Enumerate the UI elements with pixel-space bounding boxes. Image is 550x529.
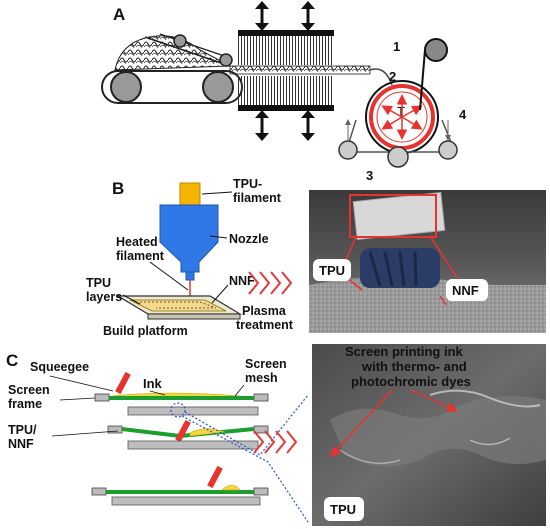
label-4: 4: [459, 107, 467, 122]
needle-board-top: [238, 30, 334, 65]
panel-c: C Squeegee Ink Screen mesh Screen frame …: [6, 344, 546, 526]
label-1: 1: [393, 39, 400, 54]
conveyor-roller-right: [202, 71, 234, 103]
fiber-web: [114, 33, 233, 71]
tpu-layers-label-1: TPU: [86, 276, 111, 290]
needle-motion-arrows: [260, 6, 310, 136]
photo-b-tpu-label: TPU: [319, 263, 345, 278]
heated-filament-label-2: filament: [116, 249, 165, 263]
nonwoven-web: [229, 65, 371, 75]
conveyor-roller-left: [110, 71, 142, 103]
screen-mesh-label-2: mesh: [245, 371, 278, 385]
chevron-arrows-c: [253, 430, 298, 454]
chevron-arrows-b: [248, 271, 293, 295]
tpu-nnf-label-2: NNF: [8, 437, 34, 451]
photo-c-tpu-label: TPU: [330, 502, 356, 517]
panel-b-letter: B: [112, 179, 124, 198]
panel-a: A: [101, 1, 467, 183]
panel-b: B TPU- filament Nozzle Heated filament T…: [86, 177, 546, 338]
tpu-layers-label-2: layers: [86, 290, 122, 304]
nozzle: [159, 204, 219, 273]
nozzle-label: Nozzle: [229, 232, 269, 246]
squeegee: [115, 371, 131, 395]
zoom-circle: [170, 402, 186, 418]
nnf-label: NNF: [229, 274, 255, 288]
ink-label: Ink: [143, 376, 163, 391]
screen-mesh-label-1: Screen: [245, 357, 287, 371]
print-step-2: [51, 419, 269, 450]
tpu-nnf-label-1: TPU/: [8, 423, 37, 437]
heated-filament-label-1: Heated: [116, 235, 158, 249]
tpu-filament-label-1: TPU-: [233, 177, 262, 191]
panel-c-letter: C: [6, 351, 18, 370]
plasma-label-1: Plasma: [242, 304, 287, 318]
temperature-label: T: [397, 104, 405, 119]
calender-unit: T: [338, 38, 458, 168]
highlight-box: [349, 194, 437, 238]
screen-frame-label-2: frame: [8, 397, 42, 411]
tpu-layers: [129, 299, 227, 312]
label-2: 2: [389, 69, 396, 84]
squeegee-label: Squeegee: [30, 360, 89, 374]
plasma-label-2: treatment: [236, 318, 294, 332]
take-up-roller: [424, 38, 448, 62]
screen-frame-label-1: Screen: [8, 383, 50, 397]
print-step-1: [49, 371, 269, 416]
photo-c: Screen printing ink with thermo- and pho…: [312, 344, 546, 526]
printer-head: [360, 248, 440, 288]
photo-b: TPU NNF: [309, 190, 546, 333]
print-step-3: [91, 465, 269, 506]
photo-c-caption-1: Screen printing ink: [345, 344, 464, 359]
tpu-filament: [179, 182, 201, 206]
needle-board-bottom: [238, 76, 334, 111]
panel-a-letter: A: [113, 5, 125, 24]
conveyor-belt: [101, 70, 243, 104]
label-3: 3: [366, 168, 373, 183]
photo-c-caption-3: photochromic dyes: [351, 374, 471, 389]
photo-b-nnf-label: NNF: [452, 283, 479, 298]
build-platform-label: Build platform: [103, 324, 188, 338]
photo-c-caption-2: with thermo- and: [361, 359, 467, 374]
tpu-filament-label-2: filament: [233, 191, 282, 205]
